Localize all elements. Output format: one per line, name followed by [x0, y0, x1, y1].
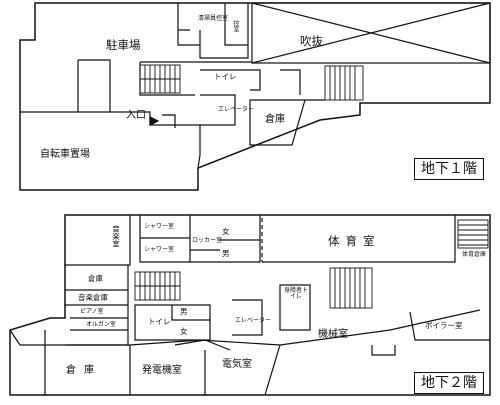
b1-storage	[249, 99, 306, 146]
b1-cleaner-room-label: 清掃員控室	[198, 15, 229, 22]
b2-generator-room-label: 発電機室	[142, 365, 182, 376]
b2-storage-large-label: 倉庫	[66, 365, 102, 376]
b2-stair-right	[329, 267, 373, 309]
b2-stair-center	[134, 271, 181, 301]
b2-music-block	[65, 215, 131, 266]
b2-music-room-label: 音楽室	[111, 225, 121, 248]
b2-accessible-toilet	[279, 284, 311, 331]
b2-women-1-label: 女	[222, 227, 230, 236]
b1-atrium	[251, 2, 491, 64]
b2-gym-wall	[262, 215, 456, 263]
b2-locker-room-label: ロッカー室	[192, 237, 223, 244]
b2-boiler-room-label: ボイラー室	[425, 321, 463, 330]
b1-stair-left	[139, 64, 181, 94]
b1-service-rooms	[177, 3, 249, 59]
b1-storage-label: 倉庫	[265, 114, 285, 125]
b2-electrical-room-label: 電気室	[222, 359, 252, 370]
b2-men-2-label: 男	[180, 307, 188, 316]
b1-entrance-label: 入口	[126, 110, 146, 121]
b1-outline	[19, 2, 491, 191]
b2-organ-room-label: オルガン室	[86, 321, 116, 328]
b1-atrium-cross	[251, 2, 491, 64]
b2-machine-room-label: 機械室	[318, 329, 348, 340]
b2-elevator-shaft	[232, 299, 263, 336]
b2-women-2-label: 女	[180, 327, 188, 336]
b2-left-rooms	[65, 265, 129, 346]
b1-plan	[19, 2, 491, 191]
b2-machine-wall	[20, 309, 481, 346]
b1-elevator-shaft	[200, 94, 236, 126]
b1-control-room-label: 控室	[232, 20, 239, 32]
b1-toilet-label: トイレ	[214, 72, 237, 81]
b2-elevator-label: エレベーター	[235, 317, 272, 324]
b2-toilet-label: トイレ	[148, 317, 171, 326]
b2-plan	[9, 214, 491, 396]
b2-accessible-toilet-label: 身障者トイレ	[283, 287, 308, 300]
b2-piano-room-label: ピアノ室	[80, 308, 104, 315]
b2-music-storage-label: 音楽倉庫	[78, 293, 108, 302]
b2-shower-2-label: シャワー室	[144, 246, 175, 253]
b2-gym-storage-label: 体育倉庫	[462, 251, 487, 258]
b2-stair-gym	[457, 219, 489, 249]
b2-boiler-room	[409, 311, 490, 341]
b1-stair-right	[324, 65, 364, 101]
b1-parking-wall	[20, 59, 111, 113]
b1-bicycle-parking-label: 自転車置場	[40, 149, 90, 160]
b2-men-1-label: 男	[222, 249, 230, 258]
b2-gym-label: 体育室	[328, 234, 381, 248]
b2-toilet-block	[134, 304, 211, 341]
b2-shower-1-label: シャワー室	[144, 223, 175, 230]
b1-entrance-arrow	[149, 116, 160, 126]
b1-atrium-label: 吹抜	[300, 34, 323, 48]
b1-floor-title: 地下１階	[414, 158, 484, 180]
b2-bottom-rooms	[9, 329, 281, 396]
b2-storage-small-label: 倉庫	[88, 274, 103, 283]
b1-core	[139, 61, 261, 96]
b2-outline	[9, 214, 491, 396]
b2-floor-title: 地下２階	[414, 372, 484, 394]
b1-parking-label: 駐車場	[106, 38, 141, 52]
b1-elevator-label: エレベーター	[218, 106, 255, 113]
